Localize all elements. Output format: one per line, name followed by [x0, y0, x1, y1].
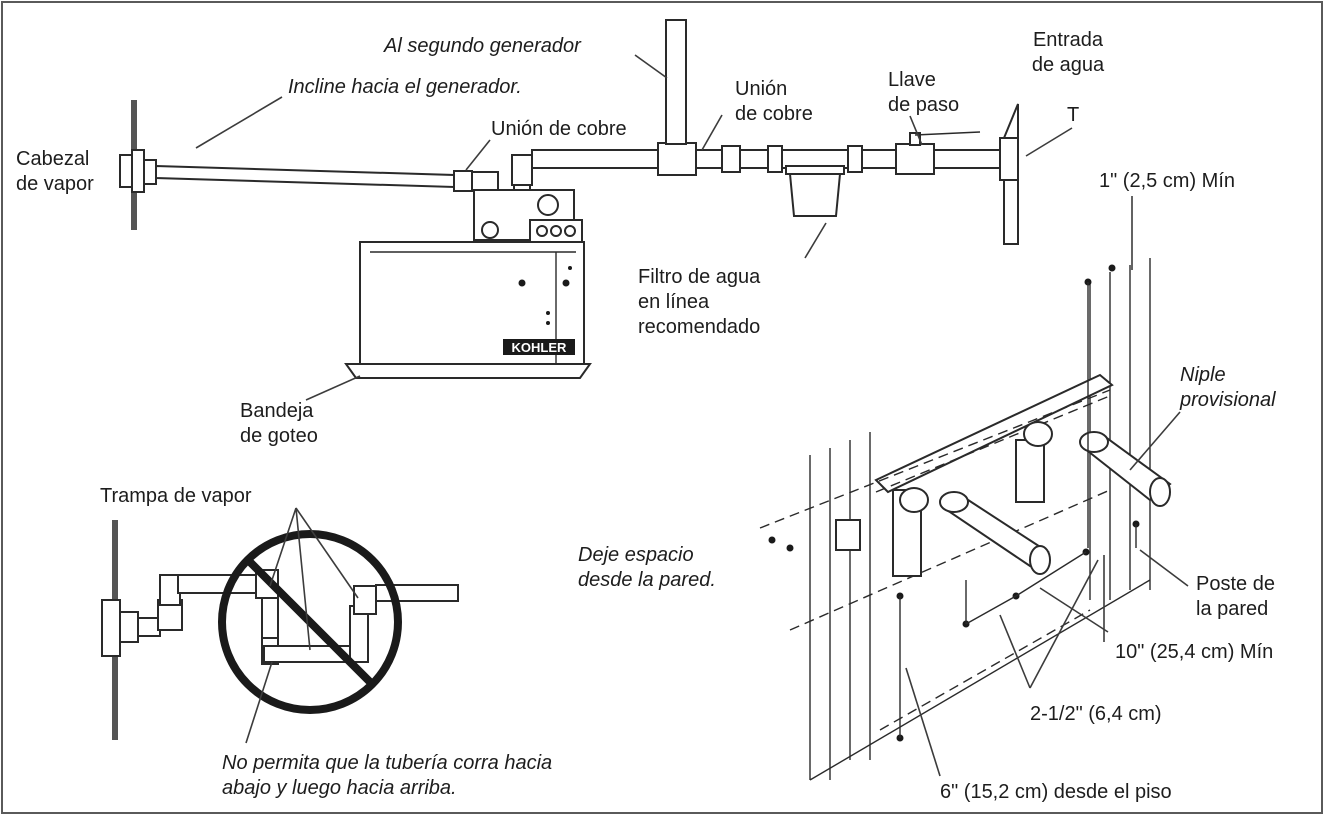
- label-trampa-de-vapor: Trampa de vapor: [100, 485, 252, 507]
- label-filtro-line3: recomendado: [638, 316, 761, 338]
- label-llave-de-paso: Llave de paso: [888, 68, 959, 118]
- label-no-permita: No permita que la tubería corra hacia ab…: [222, 751, 552, 801]
- label-6in-desde-el-piso: 6" (15,2 cm) desde el piso: [940, 781, 1172, 803]
- sloped-pipe: [155, 164, 503, 241]
- stub-bracket: [835, 519, 861, 551]
- steam-head: [119, 149, 157, 193]
- label-entrada-line1: Entrada: [1032, 29, 1104, 51]
- label-entrada-de-agua: Entrada de agua: [1018, 28, 1118, 78]
- label-union-cobre-top-line1: Unión: [735, 78, 788, 100]
- label-niple-line1: Niple: [1180, 364, 1226, 386]
- label-10in-min: 10" (25,4 cm) Mín: [1115, 641, 1274, 663]
- label-t-fitting: T: [1067, 104, 1080, 126]
- label-poste-de-la-pared: Poste de la pared: [1196, 572, 1275, 622]
- steam-generator: KOHLER: [359, 189, 585, 365]
- water-filter: [785, 165, 845, 217]
- label-filtro-de-agua: Filtro de agua en línea recomendado: [638, 265, 760, 340]
- drop-ell-right: [1015, 421, 1053, 503]
- leader-lines-bottom-right: [905, 411, 1189, 777]
- label-1in-min: 1" (2,5 cm) Mín: [1099, 170, 1236, 192]
- label-filtro-line2: en línea: [638, 291, 710, 313]
- label-no-permita-line1: No permita que la tubería corra hacia: [222, 752, 553, 774]
- label-filtro-line1: Filtro de agua: [638, 266, 761, 288]
- wall-framing: [809, 258, 1151, 781]
- label-poste-line2: la pared: [1196, 598, 1269, 620]
- label-entrada-line2: de agua: [1031, 54, 1105, 76]
- drop-ell-left: [892, 487, 929, 577]
- dimension-lines: [899, 196, 1137, 738]
- label-niple-provisional: Niple provisional: [1180, 363, 1276, 413]
- label-2-half-in: 2-1/2" (6,4 cm): [1030, 703, 1162, 725]
- label-union-cobre-left: Unión de cobre: [491, 118, 627, 140]
- label-poste-line1: Poste de: [1196, 573, 1275, 595]
- prohibition-sign: [218, 530, 402, 714]
- label-union-cobre-top-line2: de cobre: [735, 103, 813, 125]
- nipple-right: [1079, 431, 1172, 507]
- nipple-left: [939, 491, 1051, 575]
- label-llave-line2: de paso: [888, 94, 960, 116]
- label-union-cobre-top: Unión de cobre: [735, 77, 813, 127]
- mounting-bracket: [759, 373, 1114, 631]
- label-niple-line2: provisional: [1180, 389, 1276, 411]
- label-incline: Incline hacia el generador.: [288, 76, 522, 98]
- label-bandeja-line1: Bandeja: [240, 400, 314, 422]
- label-llave-line1: Llave: [888, 69, 936, 91]
- label-al-segundo-generador: Al segundo generador: [384, 35, 581, 57]
- label-cabezal-line2: de vapor: [16, 173, 94, 195]
- label-bandeja-de-goteo: Bandeja de goteo: [240, 399, 318, 449]
- label-no-permita-line2: abajo y luego hacia arriba.: [222, 777, 457, 799]
- riser-to-second-generator: [665, 19, 687, 145]
- label-cabezal-de-vapor: Cabezal de vapor: [16, 147, 94, 197]
- label-deje-line2: desde la pared.: [578, 569, 716, 591]
- leader-lines-trap: [245, 507, 359, 744]
- brand-logo: KOHLER: [512, 340, 568, 355]
- label-deje-espacio: Deje espacio desde la pared.: [578, 543, 716, 593]
- label-bandeja-line2: de goteo: [240, 425, 318, 447]
- drip-pan: [344, 363, 592, 379]
- leader-lines-top: [195, 54, 1073, 401]
- label-deje-line1: Deje espacio: [578, 544, 694, 566]
- label-cabezal-line1: Cabezal: [16, 148, 90, 170]
- trap-piping: [101, 569, 459, 665]
